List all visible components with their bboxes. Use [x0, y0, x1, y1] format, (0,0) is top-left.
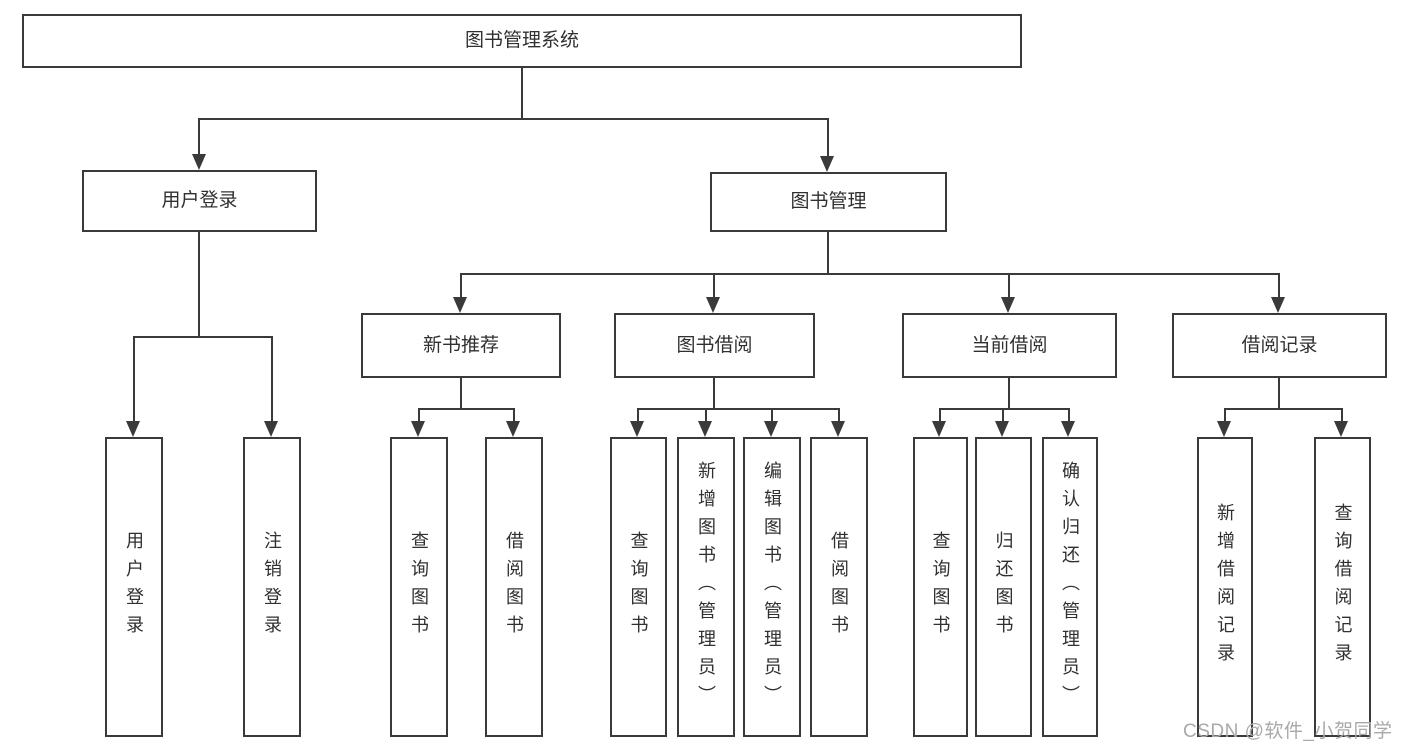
node-borrow-records: 借阅记录	[1172, 313, 1387, 378]
leaf-bb-edit-books-admin: 编辑图书（管理员）	[743, 437, 801, 737]
arrow-down-icon	[411, 421, 425, 437]
arrow-down-icon	[126, 421, 140, 437]
connector-line	[133, 336, 273, 338]
connector-line	[1278, 273, 1280, 297]
connector-line	[827, 118, 829, 156]
connector-line	[713, 378, 715, 408]
leaf-bb-add-books-admin: 新增图书（管理员）	[677, 437, 735, 737]
leaf-nbr-query-books: 查询图书	[390, 437, 448, 737]
connector-line	[460, 378, 462, 408]
arrow-down-icon	[192, 154, 206, 170]
connector-line	[521, 68, 523, 118]
connector-line	[1068, 408, 1070, 421]
connector-line	[1008, 273, 1010, 297]
arrow-down-icon	[764, 421, 778, 437]
arrow-down-icon	[1001, 297, 1015, 313]
node-current-borrow: 当前借阅	[902, 313, 1117, 378]
leaf-nbr-borrow-books: 借阅图书	[485, 437, 543, 737]
node-new-book-recommend: 新书推荐	[361, 313, 561, 378]
connector-line	[198, 118, 200, 154]
connector-line	[460, 273, 462, 297]
leaf-user-login: 用户登录	[105, 437, 163, 737]
leaf-br-query-record: 查询借阅记录	[1314, 437, 1371, 737]
connector-line	[939, 408, 1070, 410]
arrow-down-icon	[453, 297, 467, 313]
connector-line	[460, 273, 1280, 275]
connector-line	[637, 408, 840, 410]
arrow-down-icon	[1061, 421, 1075, 437]
connector-line	[513, 408, 515, 421]
leaf-bb-borrow-books: 借阅图书	[810, 437, 868, 737]
arrow-down-icon	[698, 421, 712, 437]
arrow-down-icon	[1271, 297, 1285, 313]
connector-line	[1008, 378, 1010, 408]
leaf-logout: 注销登录	[243, 437, 301, 737]
connector-line	[637, 408, 639, 421]
arrow-down-icon	[995, 421, 1009, 437]
arrow-down-icon	[264, 421, 278, 437]
arrow-down-icon	[706, 297, 720, 313]
node-user-login: 用户登录	[82, 170, 317, 232]
connector-line	[705, 408, 707, 421]
leaf-bb-query-books: 查询图书	[610, 437, 667, 737]
connector-line	[1224, 408, 1343, 410]
leaf-br-add-record: 新增借阅记录	[1197, 437, 1253, 737]
connector-line	[133, 336, 135, 421]
connector-line	[418, 408, 420, 421]
connector-line	[771, 408, 773, 421]
node-book-borrow: 图书借阅	[614, 313, 815, 378]
node-book-management: 图书管理	[710, 172, 947, 232]
leaf-cb-confirm-return-admin: 确认归还（管理员）	[1042, 437, 1098, 737]
connector-line	[713, 273, 715, 297]
connector-line	[838, 408, 840, 421]
arrow-down-icon	[506, 421, 520, 437]
arrow-down-icon	[932, 421, 946, 437]
connector-line	[1224, 408, 1226, 421]
connector-line	[939, 408, 941, 421]
connector-line	[1278, 378, 1280, 408]
connector-line	[271, 336, 273, 421]
leaf-cb-query-books: 查询图书	[913, 437, 968, 737]
connector-line	[199, 118, 829, 120]
watermark: CSDN @软件_小贺同学	[1183, 721, 1393, 742]
arrow-down-icon	[820, 156, 834, 172]
arrow-down-icon	[630, 421, 644, 437]
arrow-down-icon	[1217, 421, 1231, 437]
connector-line	[198, 232, 200, 336]
connector-line	[1002, 408, 1004, 421]
connector-line	[1341, 408, 1343, 421]
connector-line	[418, 408, 515, 410]
connector-line	[827, 232, 829, 273]
arrow-down-icon	[1334, 421, 1348, 437]
node-root: 图书管理系统	[22, 14, 1022, 68]
arrow-down-icon	[831, 421, 845, 437]
leaf-cb-return-books: 归还图书	[975, 437, 1032, 737]
